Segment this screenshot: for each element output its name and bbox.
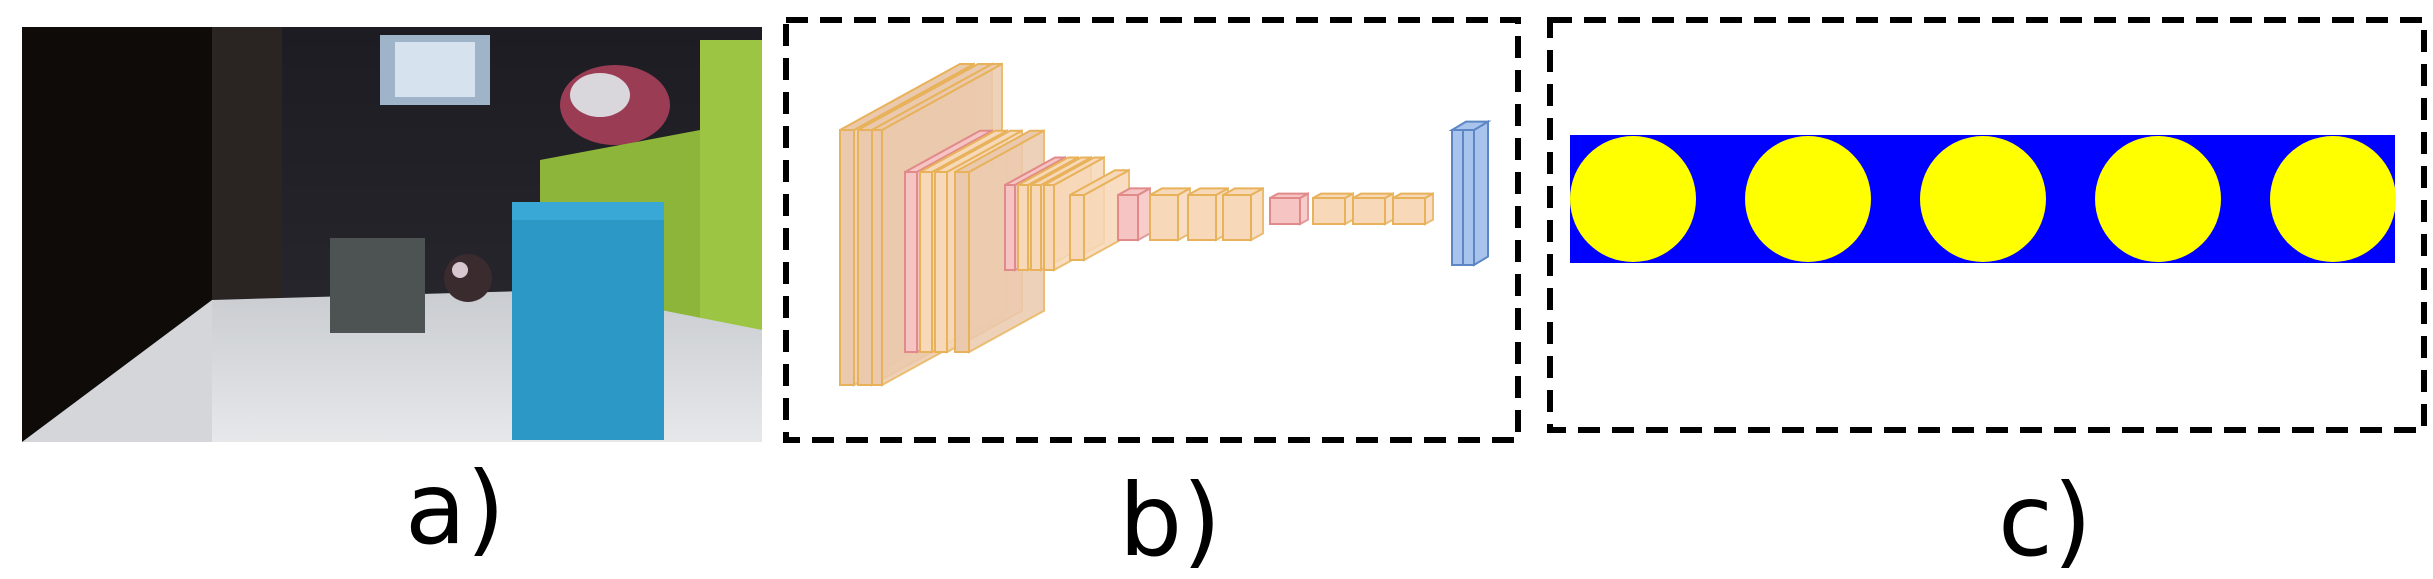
cnn-layer-16 [1222,186,1264,242]
cnn-diagram [839,62,1492,387]
cnn-layer-13 [1117,186,1151,242]
label-a: a) [405,450,505,567]
circle-row [1570,136,2396,262]
yellow-circle-5 [2270,136,2396,262]
ball [444,254,492,302]
cnn-layer-14 [1149,186,1191,242]
cnn-output-layer [1448,119,1492,267]
label-c: c) [1998,462,2092,579]
gray-box [330,238,425,333]
yellow-circle-3 [1920,136,2046,262]
panel-b-frame [783,17,1521,443]
yellow-circle-4 [2095,136,2221,262]
label-b: b) [1119,462,1222,579]
yellow-circle-2 [1745,136,1871,262]
blue-box [512,202,664,440]
cnn-layer-18 [1312,191,1354,226]
cnn-layer-20 [1392,191,1434,226]
cnn-layer-17 [1269,191,1309,226]
panel-a-camera-image [22,27,762,442]
cnn-layer-19 [1352,191,1394,226]
panel-c-frame [1547,17,2427,433]
yellow-circle-1 [1570,136,1696,262]
